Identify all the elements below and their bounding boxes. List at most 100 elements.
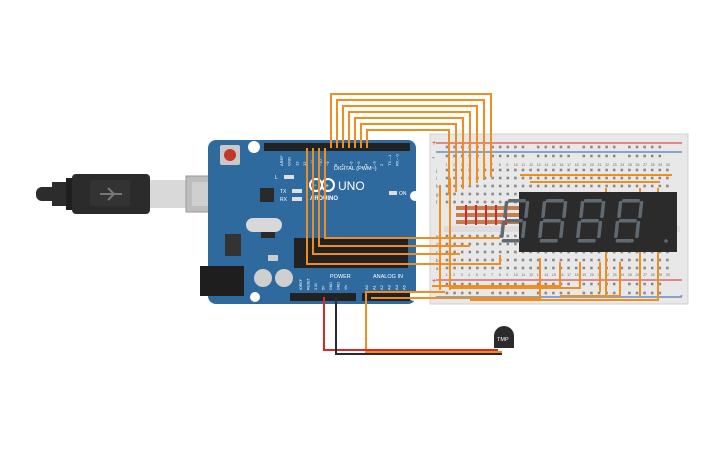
rail-plus-label-bottom: +: [432, 278, 436, 285]
temperature-sensor[interactable]: TMP: [494, 326, 514, 348]
breadboard-column-label: 28: [651, 163, 655, 167]
svg-text:−: −: [313, 183, 317, 189]
digital-pin-label: AREF: [279, 155, 284, 166]
digit-2: [538, 199, 592, 243]
breadboard-column-label: 9: [506, 273, 508, 277]
black-wire[interactable]: [335, 297, 502, 355]
power-pin-label: 5V: [322, 285, 326, 290]
breadboard-column-label: 3: [461, 273, 463, 277]
analog-header-label: ANALOG IN: [373, 274, 403, 280]
breadboard-column-label: 1: [446, 163, 448, 167]
digital-pin-label: 12: [302, 161, 307, 166]
breadboard-column-label: 10: [514, 163, 518, 167]
digital-pin-label: RX←0: [395, 153, 400, 166]
digital-pin-label: ~3: [371, 161, 376, 166]
breadboard-column-label: 7: [491, 163, 493, 167]
usb-icon: [100, 187, 122, 201]
breadboard-column-label: 30: [666, 163, 670, 167]
analog-pin-label: A5: [402, 284, 407, 290]
digital-pin-label: ~9: [325, 161, 330, 166]
reset-button[interactable]: [220, 145, 240, 165]
breadboard-column-label: 1: [446, 273, 448, 277]
rail-plus-label: +: [432, 140, 436, 147]
breadboard-column-label: 16: [560, 273, 564, 277]
power-pin-label: GND: [329, 282, 333, 290]
digital-pin-label: ~6: [348, 161, 353, 166]
breadboard-column-label: 29: [658, 273, 662, 277]
usb-cable[interactable]: [36, 174, 239, 214]
breadboard-column-label: 14: [544, 163, 548, 167]
breadboard-column-label: 24: [620, 273, 624, 277]
digital-pin-label: GND: [287, 157, 292, 166]
breadboard-column-label: 10: [514, 273, 518, 277]
breadboard-column-label: 7: [491, 273, 493, 277]
breadboard-row-label: d: [436, 242, 439, 247]
analog-pin-label: A0: [364, 284, 369, 290]
digital-pin-label: TX→1: [387, 154, 392, 166]
breadboard-column-label: 8: [499, 163, 501, 167]
red-wire[interactable]: [323, 297, 498, 351]
digital-header-label: DIGITAL (PWM~): [334, 166, 377, 172]
seven-segment-display[interactable]: [500, 192, 677, 252]
digital-pin-label: 7: [341, 163, 346, 166]
breadboard-column-label: 17: [567, 273, 571, 277]
power-pin-label: GND: [337, 282, 341, 290]
power-pin-label: 3.3V: [314, 282, 318, 290]
breadboard-row-label: a: [436, 266, 439, 271]
power-pin-label: Vin: [344, 285, 348, 290]
breadboard-column-label: 15: [552, 163, 556, 167]
breadboard-row-label: j: [435, 168, 437, 173]
breadboard-row-label: i: [436, 176, 437, 181]
breadboard-row-label: h: [436, 184, 439, 189]
breadboard-column-label: 30: [666, 273, 670, 277]
breadboard-row-label: b: [436, 258, 439, 263]
breadboard-column-label: 26: [636, 163, 640, 167]
led-on-label: ON: [399, 191, 407, 197]
breadboard-labels: 1122334455667788991010111112121313141415…: [435, 163, 670, 277]
breadboard-column-label: 25: [628, 273, 632, 277]
breadboard-column-label: 21: [598, 163, 602, 167]
digital-pin-label: 13: [294, 161, 299, 166]
breadboard-column-label: 29: [658, 163, 662, 167]
orange-wires[interactable]: [306, 93, 672, 353]
breadboard-column-label: 27: [643, 273, 647, 277]
breadboard-column-label: 22: [605, 163, 609, 167]
rail-minus-label: -: [432, 153, 435, 162]
breadboard-row-label: e: [436, 234, 439, 239]
led-rx-label: RX: [280, 197, 288, 203]
breadboard-column-label: 20: [590, 163, 594, 167]
breadboard-column-label: 11: [522, 163, 526, 167]
analog-pin-label: A2: [379, 284, 384, 290]
breadboard-column-label: 26: [636, 273, 640, 277]
breadboard-column-label: 22: [605, 273, 609, 277]
breadboard-column-label: 11: [522, 273, 526, 277]
breadboard-column-label: 5: [476, 273, 478, 277]
arduino-logo: − +: [309, 178, 335, 192]
breadboard-column-label: 17: [567, 163, 571, 167]
breadboard-column-label: 18: [575, 273, 579, 277]
breadboard-column-label: 27: [643, 163, 647, 167]
breadboard-column-label: 15: [552, 273, 556, 277]
analog-pin-label: A4: [394, 284, 399, 290]
model-label: UNO: [338, 179, 365, 193]
analog-pin-label: A1: [372, 284, 377, 290]
digit-4: [614, 199, 668, 243]
power-jack[interactable]: [200, 266, 244, 296]
breadboard-column-label: 4: [468, 273, 470, 277]
led-l-label: L: [275, 175, 278, 181]
breadboard-column-label: 23: [613, 273, 617, 277]
digital-pin-label: ~5: [356, 161, 361, 166]
power-pin-label: IOREF: [299, 278, 303, 290]
power-header-label: POWER: [330, 274, 351, 280]
led-tx-label: TX: [280, 189, 287, 195]
digital-pin-label: 8: [333, 163, 338, 166]
sensor-label: TMP: [497, 337, 509, 343]
breadboard-column-label: 3: [461, 163, 463, 167]
breadboard-column-label: 19: [582, 163, 586, 167]
breadboard-column-label: 16: [560, 163, 564, 167]
breadboard-column-label: 18: [575, 163, 579, 167]
breadboard-row-label: g: [436, 192, 439, 197]
